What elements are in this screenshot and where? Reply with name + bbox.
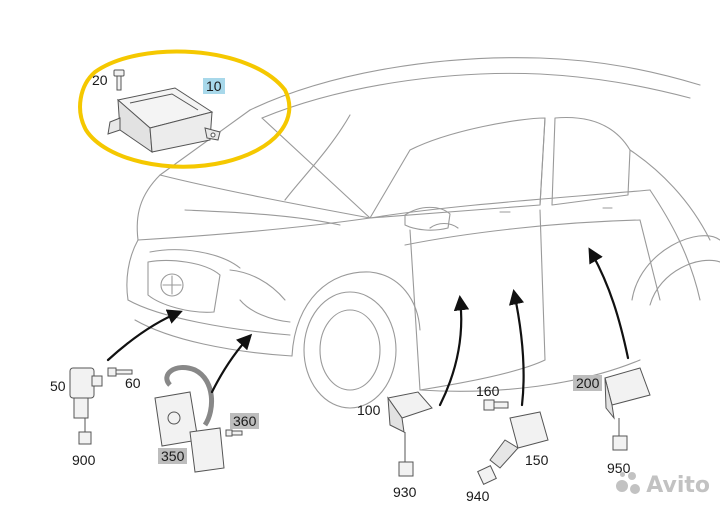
arrow-100 bbox=[438, 294, 470, 407]
part-label-950: 950 bbox=[607, 460, 631, 476]
part-label-160: 160 bbox=[476, 383, 500, 399]
part-label-60: 60 bbox=[125, 375, 141, 391]
part-label-200: 200 bbox=[573, 375, 603, 391]
part-label-20: 20 bbox=[92, 72, 108, 88]
part-label-360: 360 bbox=[230, 413, 260, 429]
arrow-50 bbox=[106, 309, 183, 362]
pointer-arrows bbox=[106, 247, 630, 407]
part-label-930: 930 bbox=[393, 484, 417, 500]
screw-360 bbox=[225, 429, 243, 437]
arrow-150 bbox=[509, 288, 525, 407]
bolt-20 bbox=[113, 69, 125, 91]
part-label-10: 10 bbox=[203, 78, 225, 94]
bolt-60 bbox=[107, 367, 133, 377]
watermark: Avito bbox=[616, 472, 710, 498]
part-label-50: 50 bbox=[50, 378, 66, 394]
watermark-text: Avito bbox=[646, 472, 710, 498]
part-label-900: 900 bbox=[72, 452, 96, 468]
sensor-50 bbox=[69, 367, 103, 445]
car-outline bbox=[126, 57, 720, 409]
highlight-ring bbox=[78, 49, 292, 169]
bracket-350 bbox=[154, 365, 225, 473]
sensor-200 bbox=[604, 367, 651, 451]
sensor-150 bbox=[477, 411, 549, 485]
airbag-control-unit bbox=[107, 87, 221, 154]
part-label-940: 940 bbox=[466, 488, 490, 504]
bolt-160 bbox=[483, 399, 509, 411]
part-label-350: 350 bbox=[158, 448, 188, 464]
sensor-100 bbox=[387, 391, 433, 477]
arrow-200 bbox=[588, 247, 630, 360]
avito-logo-icon bbox=[616, 472, 642, 498]
arrow-350 bbox=[210, 333, 253, 394]
part-label-150: 150 bbox=[525, 452, 549, 468]
part-label-100: 100 bbox=[357, 402, 381, 418]
